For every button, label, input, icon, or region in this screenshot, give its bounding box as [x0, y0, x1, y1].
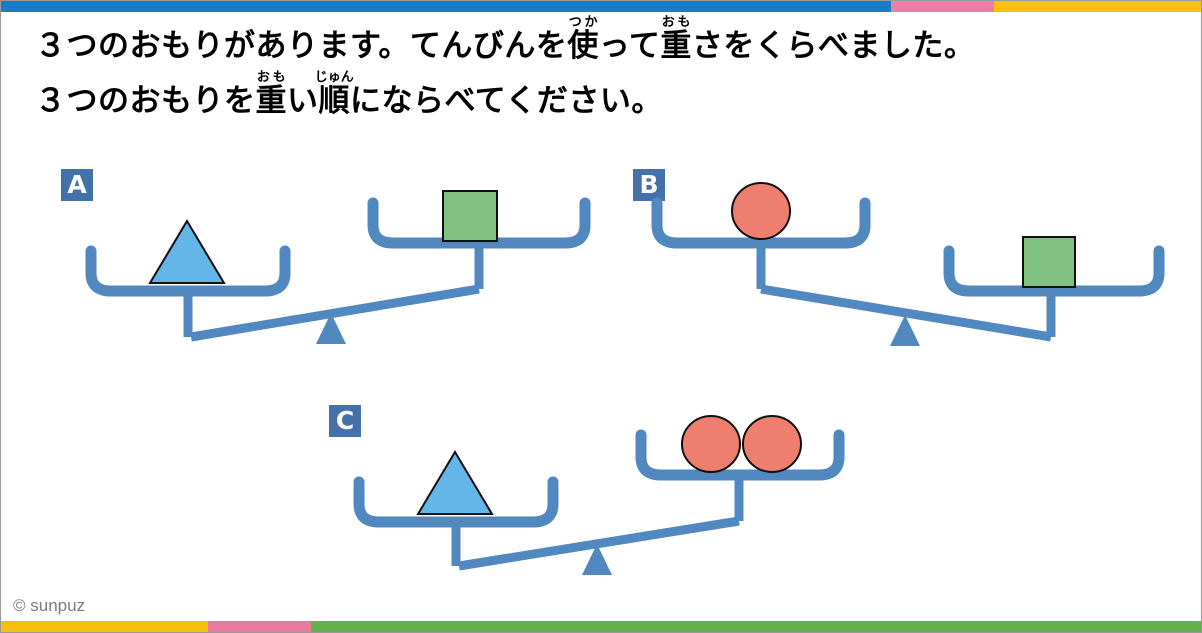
fulcrum-b — [890, 315, 920, 346]
top-color-bar — [1, 1, 1201, 12]
scale-label-c: C — [329, 405, 361, 437]
pan-c-right — [635, 429, 845, 481]
copyright-notice: © sunpuz — [13, 596, 86, 615]
beam-b — [760, 284, 1052, 342]
weight-square-b-right — [1022, 236, 1076, 288]
fulcrum-c — [582, 544, 612, 575]
pan-c-left — [353, 476, 559, 528]
bottom-bar-segment-yellow — [1, 621, 208, 632]
weight-triangle-c-left — [416, 450, 494, 515]
scale-label-a: A — [61, 169, 93, 201]
pan-b-right — [943, 245, 1165, 297]
scale-label-b: B — [633, 169, 665, 201]
pan-a-left — [85, 245, 291, 297]
balance-scale-a — [81, 190, 591, 354]
weight-triangle-a-left — [148, 219, 226, 284]
weight-square-a-right — [442, 190, 498, 242]
bottom-bar-segment-green — [311, 621, 1201, 632]
prompt-line-2: ３つのおもりを重おもい順じゅんにならべてください。 — [35, 70, 663, 119]
bottom-bar-segment-pink — [208, 621, 311, 632]
bottom-color-bar — [1, 621, 1201, 632]
pan-a-right — [367, 197, 591, 249]
balance-scale-b — [651, 182, 1165, 354]
top-bar-segment-yellow — [994, 1, 1201, 12]
balance-scale-a-graphic — [85, 190, 591, 344]
fulcrum-a — [316, 313, 346, 344]
prompt-text: ３つのおもりがあります。てんびんを使つかって重おもさをくらべました。 ３つのおも… — [35, 15, 1175, 125]
balance-scale-c — [349, 415, 859, 591]
weight-circle-c-right-1 — [681, 415, 741, 473]
balance-scale-b-graphic — [651, 182, 1165, 346]
top-bar-segment-blue — [1, 1, 891, 12]
beam-c — [458, 516, 740, 571]
balance-scale-c-graphic — [353, 415, 845, 575]
top-bar-segment-pink — [891, 1, 994, 12]
pan-b-left — [651, 197, 871, 249]
weight-circle-b-left — [731, 182, 791, 240]
prompt-line-1: ３つのおもりがあります。てんびんを使つかって重おもさをくらべました。 — [35, 15, 976, 64]
weight-circle-c-right-2 — [742, 415, 802, 473]
beam-a — [190, 284, 480, 342]
